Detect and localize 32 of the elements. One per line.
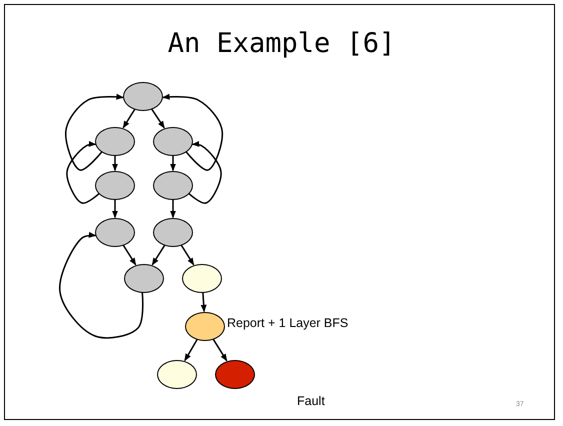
arrow xyxy=(122,108,136,128)
arrow xyxy=(184,338,198,362)
graph-node xyxy=(124,264,164,292)
arrow xyxy=(66,141,100,204)
arrow xyxy=(170,156,176,172)
graph-node xyxy=(95,126,135,156)
arrow xyxy=(200,292,207,312)
graph-node xyxy=(123,82,163,110)
arrow xyxy=(65,94,124,171)
arrow xyxy=(162,94,223,171)
arrow xyxy=(170,200,176,218)
arrow xyxy=(112,200,118,218)
arrow xyxy=(152,244,166,266)
graph-node xyxy=(157,360,197,388)
graph-node xyxy=(182,264,222,292)
node-caption: Report + 1 Layer BFS xyxy=(227,316,348,330)
arrow xyxy=(122,244,136,266)
graph-node xyxy=(153,218,193,246)
graph-node xyxy=(185,312,225,340)
graph-node xyxy=(215,360,255,388)
graph-node xyxy=(153,126,193,156)
slide-title: An Example [6] xyxy=(166,28,396,59)
graph-node xyxy=(95,170,135,200)
arrow xyxy=(212,338,228,362)
arrow xyxy=(188,141,222,204)
arrow xyxy=(59,232,144,339)
graph-node xyxy=(95,218,135,246)
arrow xyxy=(151,108,165,129)
arrow xyxy=(112,156,118,172)
arrow xyxy=(180,244,194,266)
node-caption: Fault xyxy=(297,394,325,408)
graph-node xyxy=(153,170,193,200)
